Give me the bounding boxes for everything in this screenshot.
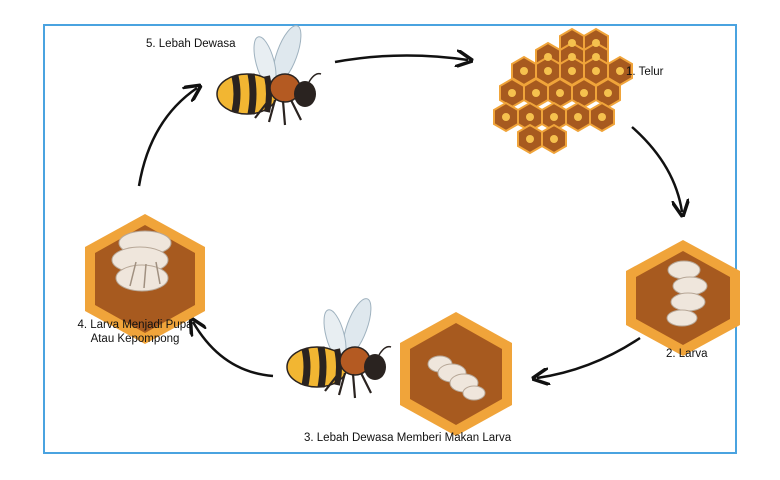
arrow-feeding-to-pupa — [193, 322, 274, 378]
stage-label-pupa-line2: Atau Kepompong — [90, 333, 180, 345]
feeding-cell-icon — [400, 312, 512, 436]
arrow-adult-to-egg — [334, 55, 468, 62]
arrow-pupa-to-adult — [137, 88, 197, 187]
stage-label-pupa-line1: 4. Larva Menjadi Pupa — [77, 319, 193, 331]
larva-cell-icon — [626, 240, 740, 356]
stage-label-adult: 5. Lebah Dewasa — [146, 38, 236, 50]
feeding-bee-icon — [287, 295, 391, 398]
diagram-frame — [43, 24, 737, 454]
arrow-larva-to-feeding — [537, 336, 641, 378]
stage-label-egg: 1. Telur — [626, 66, 664, 78]
stage-label-pupa: 4. Larva Menjadi Pupa Atau Kepompong — [60, 318, 210, 346]
stage-label-larva: 2. Larva — [666, 348, 708, 360]
pupa-cell-icon — [85, 214, 205, 344]
stage-label-feeding: 3. Lebah Dewasa Memberi Makan Larva — [304, 432, 512, 444]
honeycomb-egg-icon — [493, 27, 633, 155]
arrow-egg-to-larva — [631, 126, 682, 212]
